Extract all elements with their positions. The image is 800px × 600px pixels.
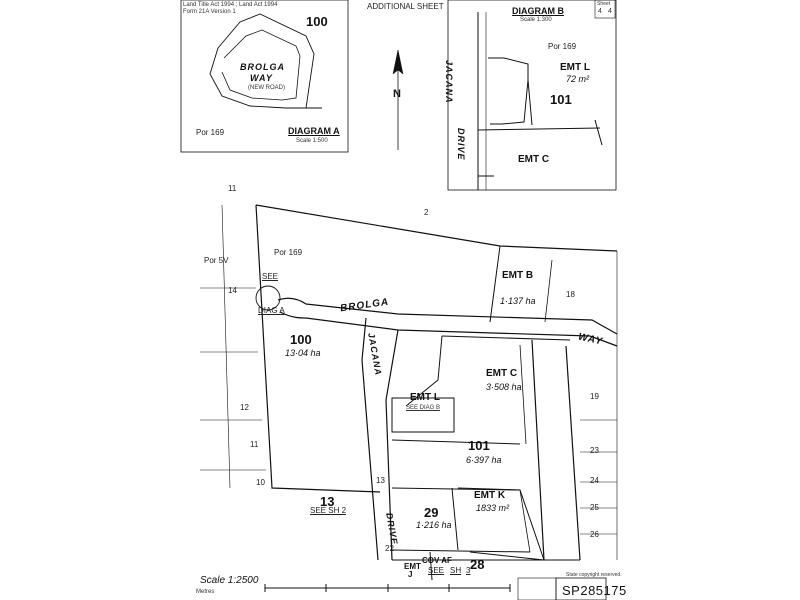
diag-a-new-road: (NEW ROAD)	[248, 85, 285, 91]
main-diag-a-link[interactable]: DIAG A	[258, 306, 285, 315]
diag-a-road-way: WAY	[250, 73, 273, 83]
side-lot-26: 26	[590, 530, 599, 539]
side-lot-2: 2	[424, 208, 429, 217]
main-see-sh2[interactable]: SEE SH 2	[310, 506, 347, 515]
side-lot-24: 24	[590, 476, 599, 485]
main-lot-101: 101	[468, 438, 490, 453]
footer-plan-number: SP285175	[562, 583, 627, 598]
diag-b-road-drive: DRIVE	[456, 128, 466, 161]
footer-metres: Metres	[196, 589, 215, 595]
main-see-label: SEE	[262, 272, 279, 281]
main-emt-k: EMT K	[474, 490, 506, 501]
main-por-169: Por 169	[274, 248, 303, 257]
side-lot-19: 19	[590, 392, 599, 401]
main-emt-b-area: 1·137 ha	[500, 296, 536, 306]
diag-a-scale: Scale 1:500	[296, 138, 328, 144]
main-emt-j-2: J	[408, 570, 413, 579]
main-lot-100: 100	[290, 332, 312, 347]
sheet-label: Sheet	[597, 1, 611, 7]
main-see-diag-b[interactable]: SEE DIAG B	[406, 405, 441, 411]
sheet-total: 4	[608, 8, 612, 15]
diag-b-scale: Scale 1:300	[520, 17, 552, 23]
main-lot-29: 29	[424, 505, 439, 520]
main-emt-j-1: EMT	[404, 562, 421, 571]
side-lot-11: 11	[250, 440, 259, 449]
side-lot-13-num: 13	[376, 476, 385, 485]
header-form-line: Form 21A Version 1	[183, 9, 236, 15]
diag-b-title: DIAGRAM B	[512, 6, 564, 16]
side-lot-14: 14	[228, 286, 237, 295]
main-see-sh3-1[interactable]: SEE	[428, 566, 445, 575]
sheet-number: 4	[598, 8, 602, 15]
main-see-sh3-2[interactable]: SH	[450, 566, 462, 575]
side-lot-22: 22	[385, 544, 394, 553]
diag-b-emt-l-area: 72 m²	[566, 74, 590, 84]
main-lot-13: 13	[320, 494, 335, 509]
side-lot-23: 23	[590, 446, 599, 455]
diag-a-por: Por 169	[196, 128, 225, 137]
side-lot-11-top: 11	[228, 184, 237, 193]
diag-b-emt-c: EMT C	[518, 154, 550, 165]
side-lot-12: 12	[240, 403, 249, 412]
main-see-sh3-3[interactable]: 3	[466, 566, 471, 575]
main-emt-c: EMT C	[486, 368, 518, 379]
side-lot-18: 18	[566, 290, 575, 299]
main-emt-b: EMT B	[502, 270, 534, 281]
main-emt-l: EMT L	[410, 392, 440, 403]
diag-b-lot-101: 101	[550, 92, 572, 107]
main-lot-100-area: 13·04 ha	[285, 348, 321, 358]
main-por-5v: Por 5V	[204, 256, 229, 265]
main-emt-c-area: 3·508 ha	[486, 382, 522, 392]
footer-scale: Scale 1:2500	[200, 575, 259, 586]
main-emt-k-area: 1833 m²	[476, 503, 510, 513]
diag-a-lot-100: 100	[306, 14, 328, 29]
footer-copyright: State copyright reserved.	[566, 572, 622, 578]
diag-a-road-brolga: BROLGA	[240, 62, 285, 72]
diag-b-road-jacana: JACANA	[444, 60, 454, 104]
side-lot-25: 25	[590, 503, 599, 512]
header-legal-line: Land Title Act 1994 ; Land Act 1994	[183, 2, 278, 8]
diag-a-title: DIAGRAM A	[288, 126, 340, 136]
additional-sheet-title: ADDITIONAL SHEET	[367, 2, 444, 11]
main-lot-28: 28	[470, 557, 485, 572]
diag-b-por: Por 169	[548, 42, 577, 51]
side-lot-10: 10	[256, 478, 265, 487]
diag-b-emt-l: EMT L	[560, 62, 590, 73]
north-arrow-label: N	[393, 88, 401, 100]
main-lot-101-area: 6·397 ha	[466, 455, 502, 465]
main-lot-29-area: 1·216 ha	[416, 520, 452, 530]
main-cov-af: COV AF	[422, 556, 452, 565]
